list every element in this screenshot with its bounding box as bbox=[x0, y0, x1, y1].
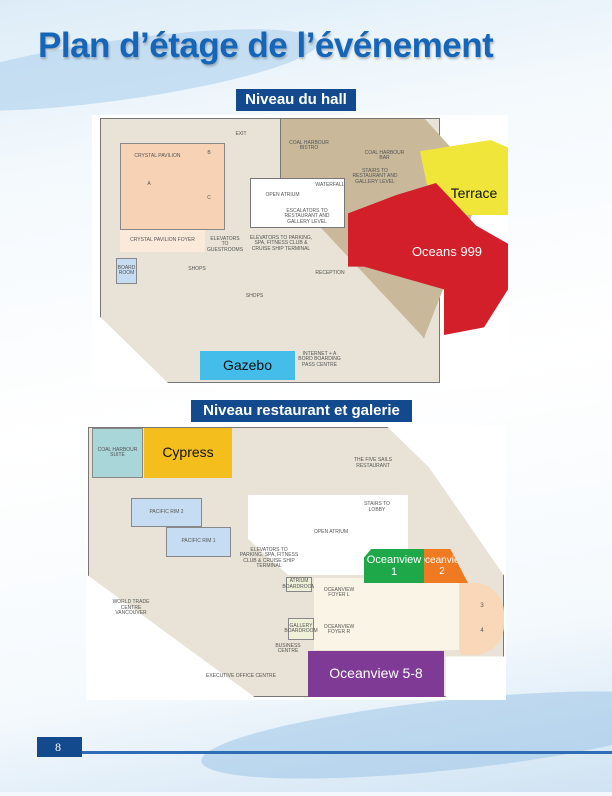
elevators-label: ELEVATORS TO PARKING, SPA, FITNESS CLUB … bbox=[239, 546, 299, 569]
cypress-room[interactable]: Cypress bbox=[144, 428, 232, 478]
pacific-rim-1[interactable]: PACIFIC RIM 1 bbox=[166, 527, 231, 557]
business-centre: BUSINESS CENTRE bbox=[275, 642, 301, 654]
crystal-pavilion-foyer: CRYSTAL PAVILION FOYER bbox=[120, 230, 205, 252]
board-room[interactable]: BOARD ROOM bbox=[116, 258, 137, 284]
waterfall-label: WATERFALL bbox=[315, 182, 345, 189]
oceanview-3-label: 3 bbox=[480, 603, 484, 610]
crystal-pavilion[interactable]: CRYSTAL PAVILION bbox=[120, 143, 225, 230]
atrium-boardroom[interactable]: ATRIUM BOARDROOM bbox=[282, 577, 316, 592]
open-atrium-label: OPEN ATRIUM bbox=[313, 529, 349, 536]
room-b: B bbox=[207, 150, 211, 157]
oceanview-4-label: 4 bbox=[480, 628, 484, 634]
escalators-label: ESCALATORS TO RESTAURANT AND GALLERY LEV… bbox=[284, 207, 330, 225]
oceans-999-label: Oceans 999 bbox=[411, 243, 483, 259]
pacific-rim-2[interactable]: PACIFIC RIM 2 bbox=[131, 498, 202, 527]
oceanview-foyer-l: OCEANVIEW FOYER L bbox=[323, 586, 355, 598]
oceanview-foyer bbox=[314, 578, 459, 650]
oceanview-5-8-room[interactable]: Oceanview 5-8 bbox=[308, 651, 444, 697]
coal-harbour-suite[interactable]: COAL HARBOUR SUITE bbox=[92, 428, 143, 478]
coal-harbour-bar: COAL HARBOUR BAR bbox=[364, 149, 405, 161]
gallery-boardroom[interactable]: GALLERY BOARDROOM bbox=[284, 618, 318, 640]
stairs-label: STAIRS TO RESTAURANT AND GALLERY LEVEL bbox=[352, 167, 398, 185]
coal-harbour-bistro: COAL HARBOUR BISTRO bbox=[289, 139, 329, 151]
open-atrium: OPEN ATRIUM bbox=[250, 178, 345, 228]
room-c: C bbox=[207, 195, 211, 202]
oceanview-1-room[interactable]: Oceanview 1 bbox=[364, 549, 424, 583]
world-trade-centre: WORLD TRADE CENTRE VANCOUVER bbox=[112, 599, 150, 617]
level-label-restaurant: Niveau restaurant et galerie bbox=[191, 400, 412, 422]
oceanview-foyer-r: OCEANVIEW FOYER R bbox=[323, 623, 355, 635]
shops-label: SHOPS bbox=[245, 293, 264, 300]
gazebo-room[interactable]: Gazebo bbox=[200, 351, 295, 380]
elevators-parking: ELEVATORS TO PARKING, SPA, FITNESS CLUB … bbox=[249, 234, 313, 252]
restaurant-gallery-floor-plan: COAL HARBOUR SUITE Cypress THE FIVE SAIL… bbox=[86, 425, 506, 700]
page-title: Plan d’étage de l’événement bbox=[38, 26, 494, 65]
internet-centre: INTERNET + A BORD BOARDING PASS CENTRE bbox=[298, 350, 341, 368]
stairs-to-lobby: STAIRS TO LOBBY bbox=[364, 501, 390, 513]
level-label-lobby: Niveau du hall bbox=[236, 89, 356, 111]
reception-label: RECEPTION bbox=[315, 270, 345, 277]
lobby-floor-plan: CRYSTAL PAVILION A B C CRYSTAL PAVILION … bbox=[92, 115, 508, 386]
executive-office-centre: EXECUTIVE OFFICE CENTRE bbox=[206, 673, 277, 680]
terrace-label: Terrace bbox=[450, 185, 498, 202]
footer-rule bbox=[82, 751, 612, 754]
exit-label: EXIT bbox=[235, 131, 247, 138]
shops-label: SHOPS bbox=[188, 266, 206, 273]
room-a: A bbox=[147, 181, 151, 188]
page-number: 8 bbox=[37, 737, 82, 757]
elevators-guestrooms: ELEVATORS TO GUESTROOMS bbox=[206, 235, 244, 253]
five-sails-restaurant: THE FIVE SAILS RESTAURANT bbox=[353, 457, 393, 469]
